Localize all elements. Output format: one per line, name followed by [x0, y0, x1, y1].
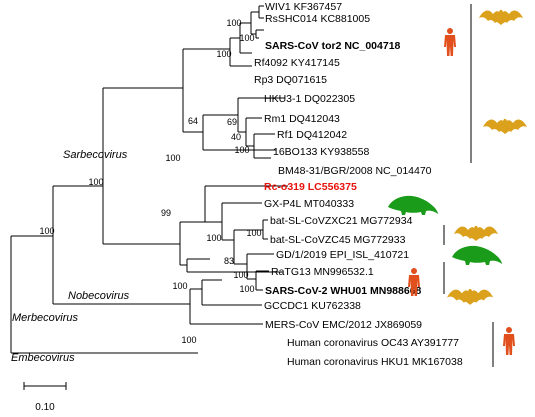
- bootstrap-value: 69: [227, 117, 237, 127]
- bootstrap-value: 100: [233, 270, 248, 280]
- bat-icon: [479, 9, 523, 25]
- bootstrap-value: 40: [231, 132, 241, 142]
- leaf-hku1: Human coronavirus HKU1 MK167038: [287, 356, 463, 368]
- bat-icon: [483, 118, 527, 134]
- leaf-zxc21: bat-SL-CoVZXC21 MG772934: [270, 215, 413, 227]
- pangolin-icon: [452, 245, 502, 265]
- leaf-zc45: bat-SL-CoVZC45 MG772933: [270, 234, 406, 246]
- bootstrap-value: 99: [161, 208, 171, 218]
- pangolin-icon: [388, 195, 438, 215]
- bootstrap-value: 100: [39, 226, 54, 236]
- leaf-bm48: BM48-31/BGR/2008 NC_014470: [278, 165, 432, 177]
- bootstrap-value: 100: [234, 145, 249, 155]
- bootstrap-value: 100: [216, 49, 231, 59]
- leaf-sars-cov-2: SARS-CoV-2 WHU01 MN988668: [265, 285, 422, 297]
- leaf-gx-p4l: GX-P4L MT040333: [264, 198, 354, 210]
- bootstrap-value: 100: [226, 18, 241, 28]
- leaf-wiv1: WIV1 KF367457: [265, 1, 342, 13]
- bootstrap-value: 100: [239, 33, 254, 43]
- bootstrap-value: 100: [181, 335, 196, 345]
- leaf-rsshc014: RsSHC014 KC881005: [265, 13, 370, 25]
- leaf-rf1: Rf1 DQ412042: [277, 129, 347, 141]
- bootstrap-value: 100: [88, 177, 103, 187]
- leaf-rc-o319: Rc-o319 LC556375: [264, 181, 357, 193]
- leaf-rm1: Rm1 DQ412043: [264, 113, 340, 125]
- clade-embecovirus: Embecovirus: [11, 352, 75, 364]
- bootstrap-value: 100: [206, 233, 221, 243]
- leaf-rf4092: Rf4092 KY417145: [254, 57, 340, 69]
- leaf-ratg13: RaTG13 MN996532.1: [271, 266, 374, 278]
- bootstrap-value: 83: [224, 256, 234, 266]
- leaf-oc43: Human coronavirus OC43 AY391777: [287, 337, 459, 349]
- leaf-gccdc1: GCCDC1 KU762338: [264, 300, 361, 312]
- tree-branches: [10, 4, 494, 390]
- bootstrap-value: 64: [188, 116, 198, 126]
- clade-merbecovirus: Merbecovirus: [12, 312, 79, 324]
- bootstrap-value: 100: [246, 228, 261, 238]
- bat-icon: [447, 288, 494, 305]
- clade-nobecovirus: Nobecovirus: [68, 290, 130, 302]
- scale-bar-label: 0.10: [35, 402, 55, 413]
- bootstrap-value: 100: [165, 153, 180, 163]
- leaf-gd1: GD/1/2019 EPI_ISL_410721: [276, 249, 409, 261]
- leaf-mers: MERS-CoV EMC/2012 JX869059: [265, 319, 422, 331]
- clade-sarbecovirus: Sarbecovirus: [63, 149, 128, 161]
- human-icon: [503, 327, 515, 355]
- bootstrap-value: 100: [172, 281, 187, 291]
- leaf-hku3: HKU3-1 DQ022305: [264, 93, 355, 105]
- leaf-rp3: Rp3 DQ071615: [254, 74, 327, 86]
- leaf-sars-cov-tor2: SARS-CoV tor2 NC_004718: [265, 40, 401, 52]
- bat-icon: [454, 225, 498, 241]
- leaf-16bo133: 16BO133 KY938558: [273, 146, 369, 158]
- bootstrap-value: 100: [239, 284, 254, 294]
- human-icon: [444, 28, 456, 56]
